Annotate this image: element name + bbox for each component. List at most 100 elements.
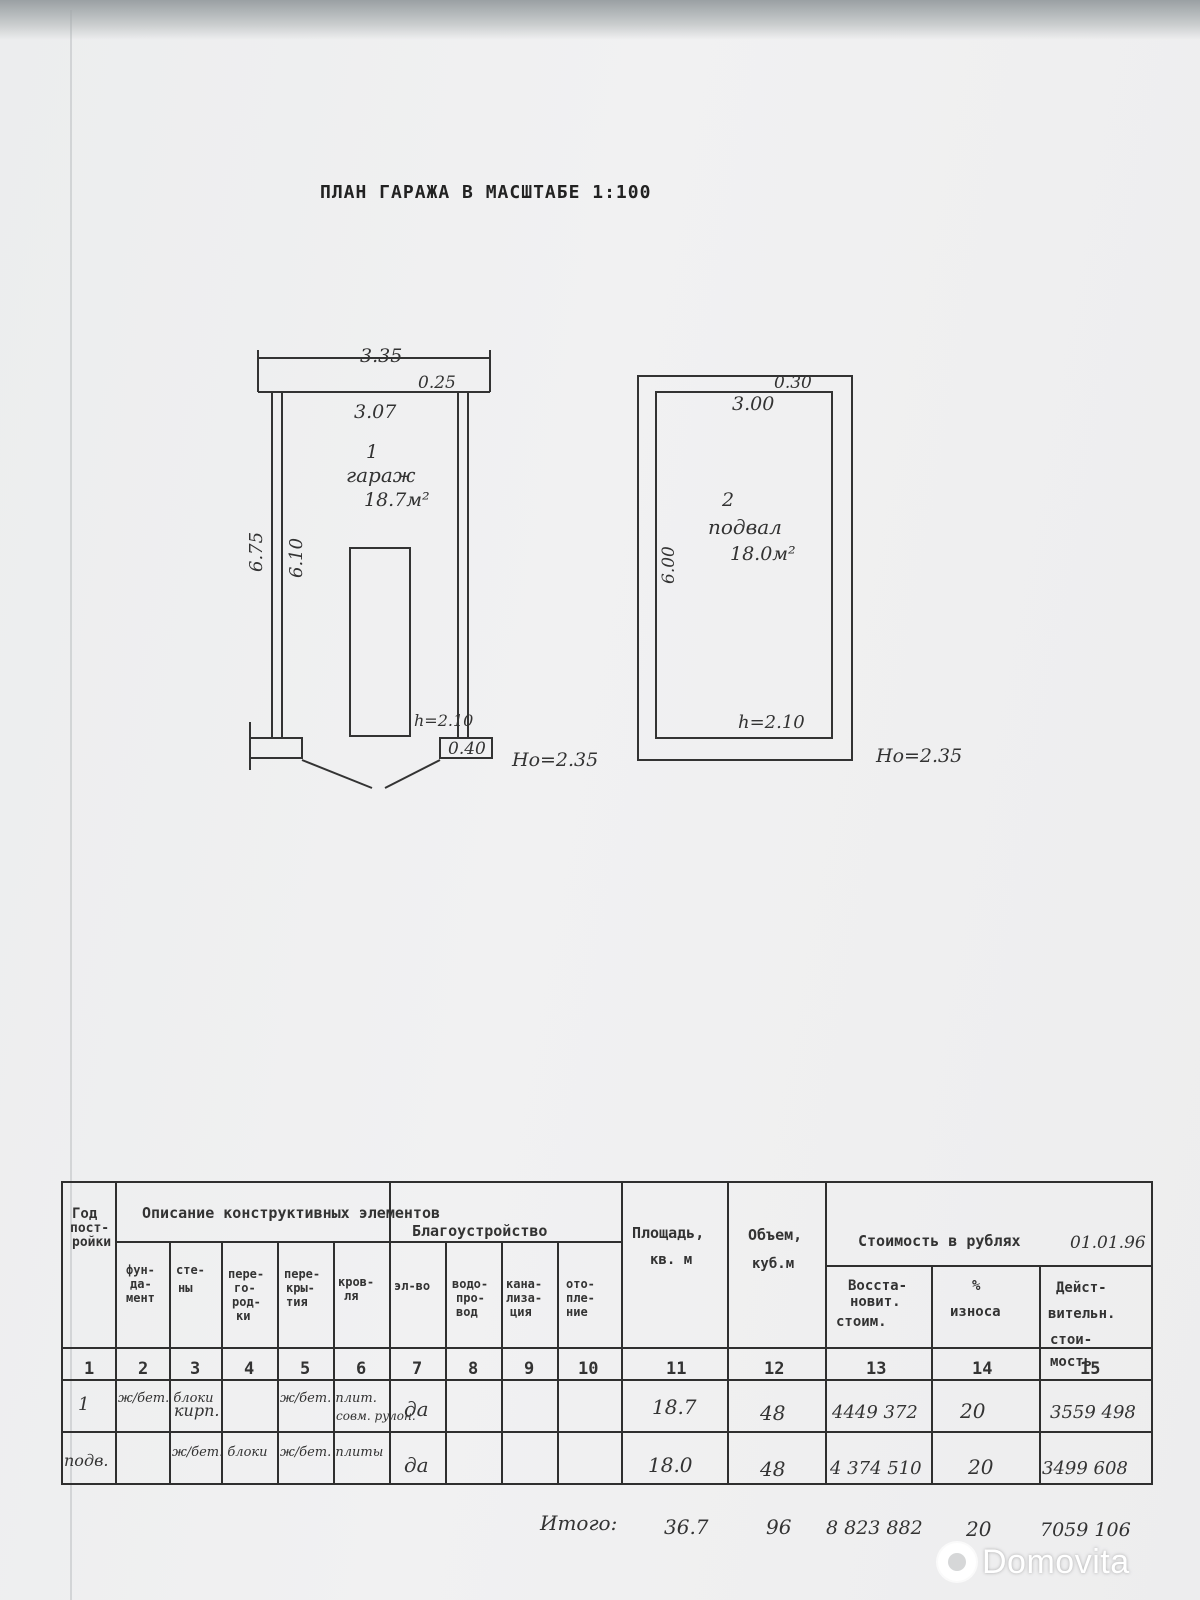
col-num: 2 [138, 1359, 148, 1379]
total-wear: 20 [965, 1517, 992, 1541]
hdr-water-1: водо- [452, 1277, 488, 1291]
hdr-partitions-3: род- [232, 1295, 261, 1309]
col-num: 4 [244, 1359, 254, 1379]
cell-restoration: 4449 372 [831, 1402, 918, 1423]
cell-electricity: да [404, 1397, 429, 1421]
hdr-walls-2: ны [178, 1281, 193, 1295]
cell-area: 18.0 [648, 1453, 693, 1477]
col-num: 9 [524, 1359, 534, 1379]
hdr-volume-1: Объем, [748, 1226, 802, 1244]
hdr-foundation-3: мент [126, 1291, 155, 1305]
garage-room-area: 18.7м² [364, 489, 430, 511]
hdr-actual-1: Дейст- [1056, 1280, 1107, 1296]
hdr-actual-3: стои- [1050, 1332, 1092, 1348]
hdr-restoration-1: Восста- [848, 1278, 907, 1294]
total-label: Итого: [539, 1511, 617, 1535]
col-num: 15 [1080, 1359, 1100, 1379]
summary-table-grid [61, 1181, 1153, 1485]
hdr-heating-2: пле- [566, 1291, 595, 1305]
cell-wear: 20 [959, 1399, 986, 1423]
basement-wall-top: 0.30 [774, 373, 812, 393]
basement-inner-wall [655, 391, 833, 739]
hdr-ceilings-3: тия [286, 1295, 308, 1309]
col-num: 14 [972, 1359, 992, 1379]
basement-outer-wall [637, 375, 853, 761]
hdr-year-1: Год [72, 1206, 98, 1222]
basement-height: h=2.10 [738, 712, 805, 733]
col-num: 10 [578, 1359, 598, 1379]
col-num: 1 [84, 1359, 94, 1379]
basement-outer-height: Ho=2.35 [875, 745, 962, 767]
hdr-year-3: ройки [72, 1235, 111, 1250]
hdr-restoration-2: новит. [850, 1294, 901, 1310]
garage-room-name: гараж [346, 463, 416, 487]
basement-room-area: 18.0м² [730, 543, 796, 565]
hdr-foundation-2: да- [130, 1277, 152, 1291]
cell-area: 18.7 [652, 1395, 697, 1419]
table-row: подв. ж/бет. блоки ж/бет. плиты да 18.0 … [64, 1445, 1128, 1481]
hdr-wear-2: износа [950, 1304, 1001, 1320]
hdr-actual-2: вительн. [1048, 1306, 1115, 1322]
basement-inner-width: 3.00 [732, 393, 774, 415]
basement-inner-length: 6.00 [659, 546, 679, 584]
watermark: Domovita [938, 1540, 1188, 1584]
cell-actual: 3499 608 [1042, 1458, 1128, 1479]
hdr-roof-1: кров- [338, 1275, 374, 1289]
hdr-heating-3: ние [566, 1305, 588, 1319]
basement-room-name: подвал [708, 515, 782, 539]
col-num: 13 [866, 1359, 886, 1379]
hdr-sewer-1: кана- [506, 1277, 542, 1291]
col-num: 8 [468, 1359, 478, 1379]
hdr-foundation-1: фун- [126, 1263, 155, 1277]
hdr-partitions-4: ки [236, 1309, 250, 1323]
col-num: 12 [764, 1359, 784, 1379]
total-volume: 96 [766, 1515, 792, 1539]
paper-fold-line [70, 10, 72, 1600]
garage-outer-length: 6.75 [246, 532, 267, 572]
hdr-year-2: пост- [70, 1221, 109, 1236]
hdr-partitions-2: го- [234, 1281, 256, 1295]
total-area: 36.7 [664, 1515, 709, 1539]
hdr-ceilings-2: кры- [286, 1281, 315, 1295]
row-label: 1 [78, 1394, 89, 1415]
hdr-area-1: Площадь, [632, 1224, 704, 1242]
cell-volume: 48 [759, 1401, 785, 1425]
row-label: подв. [64, 1451, 108, 1470]
col-num: 11 [666, 1359, 686, 1379]
col-num: 5 [300, 1359, 310, 1379]
hdr-volume-2: куб.м [752, 1256, 794, 1272]
hdr-water-3: вод [456, 1305, 478, 1319]
hdr-heating-1: ото- [566, 1277, 595, 1291]
garage-outer-height: Ho=2.35 [511, 749, 598, 771]
cell-roof: совм. рулон. [336, 1409, 416, 1423]
garage-room-number: 1 [366, 441, 378, 463]
basement-room-number: 2 [721, 489, 734, 511]
totals-row: Итого: 36.7 96 8 823 882 20 7059 106 [539, 1511, 1131, 1541]
cell-ceilings: ж/бет. плит. [280, 1391, 377, 1406]
total-actual: 7059 106 [1040, 1519, 1131, 1541]
table-row: 1 ж/бет. блоки кирп. ж/бет. плит. совм. … [78, 1391, 1136, 1425]
garage-wall-top: 0.25 [418, 373, 456, 393]
hdr-description: Описание конструктивных элементов [142, 1204, 440, 1222]
cell-wear: 20 [967, 1455, 994, 1479]
col-num: 3 [190, 1359, 200, 1379]
cell-volume: 48 [759, 1457, 785, 1481]
col-num: 6 [356, 1359, 366, 1379]
cell-walls: ж/бет. блоки [172, 1445, 268, 1460]
hdr-electricity: эл-во [394, 1279, 430, 1293]
hdr-restoration-3: стоим. [836, 1314, 887, 1330]
cell-foundation: ж/бет. блоки [118, 1391, 214, 1406]
cell-electricity: да [404, 1453, 429, 1477]
garage-height: h=2.10 [414, 711, 473, 730]
garage-inner-length: 6.10 [286, 538, 307, 578]
cell-ceilings: ж/бет. плиты [280, 1445, 383, 1460]
garage-inner-width: 3.07 [354, 401, 397, 423]
hdr-roof-2: ля [344, 1289, 358, 1303]
hdr-walls-1: сте- [176, 1263, 205, 1277]
hdr-cost: Стоимость в рублях [858, 1232, 1021, 1250]
hdr-ceilings-1: пере- [284, 1267, 320, 1281]
hdr-cost-date: 01.01.96 [1070, 1233, 1146, 1253]
hdr-improvements: Благоустройство [412, 1222, 547, 1240]
column-numbers-row: 1 2 3 4 5 6 7 8 9 10 11 12 13 14 15 [84, 1359, 1100, 1379]
